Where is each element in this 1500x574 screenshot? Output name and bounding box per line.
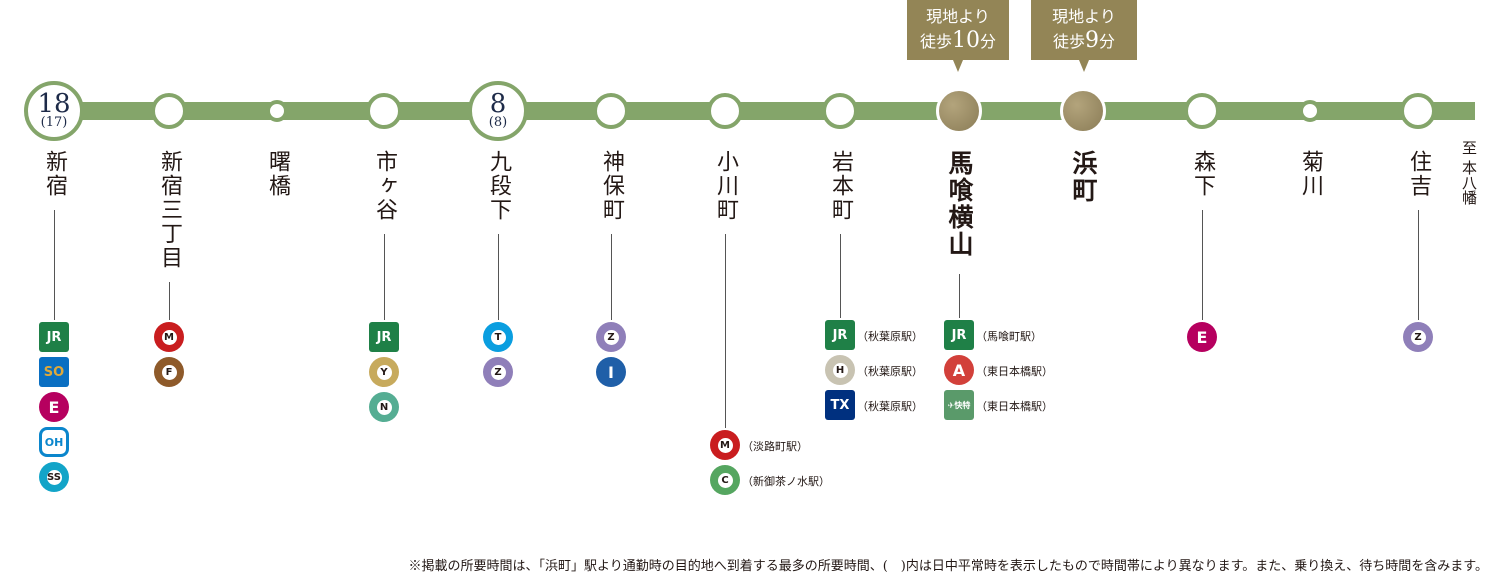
station-marker [1400,93,1436,129]
line-badge-jr: JR [944,320,974,350]
callout-line2: 徒歩10分 [907,29,1009,54]
travel-time: 18 [37,89,71,119]
badge-code: Z [1410,329,1426,345]
line-badge-m: M [154,322,184,352]
line-badge-f: F [154,357,184,387]
line-badge-i: I [596,357,626,387]
line-badge-t: T [483,322,513,352]
station-name: 住吉 [1406,150,1431,198]
walk-callout-hamacho: 現地より 徒歩9分 [1031,0,1137,72]
callout-unit: 分 [1099,32,1116,51]
badge-code: SS [46,469,62,485]
badge-code: F [161,364,177,380]
callout-line1: 現地より [1052,7,1116,26]
station-marker [707,93,743,129]
connector-line [959,274,960,318]
connector-line [498,234,499,320]
station-name: 菊川 [1298,150,1323,198]
station-name: 小川町 [713,150,738,222]
line-badge-jr: JR [39,322,69,352]
transfer-station-label: （秋葉原駅） [857,330,923,343]
station-marker [366,93,402,129]
badge-code: C [717,472,733,488]
badge-code: T [490,329,506,345]
connector-line [611,234,612,320]
station-name: 岩本町 [828,150,853,222]
transfer-station-label: （秋葉原駅） [857,365,923,378]
station-name: 新宿 [42,150,67,198]
destination-label: 至 本八幡 [1460,140,1478,205]
line-badge-z: Z [596,322,626,352]
line-badge-jr: JR [825,320,855,350]
station-marker: 8(8) [468,81,528,141]
connector-line [169,282,170,320]
line-badge-n: N [369,392,399,422]
callout-line2: 徒歩9分 [1031,29,1137,54]
line-badge-jr: JR [369,322,399,352]
callout-walk: 徒歩 [919,32,952,51]
transfer-station-label: （秋葉原駅） [857,400,923,413]
callout-minutes: 9 [1085,28,1099,53]
line-badge-c: C [710,465,740,495]
station-name: 曙橋 [265,150,290,198]
station-name: 森下 [1190,150,1215,198]
badge-code: Z [603,329,619,345]
connector-line [725,234,726,428]
transfer-station-label: （馬喰町駅） [976,330,1042,343]
callout-minutes: 10 [952,28,980,53]
line-badge-z: Z [483,357,513,387]
line-badge-tx: TX [825,390,855,420]
line-badge-e: E [1187,322,1217,352]
footnote: ※掲載の所要時間は、「浜町」駅より通勤時の目的地へ到着する最多の所要時間、( )… [408,559,1488,574]
callout-line1: 現地より [926,7,990,26]
line-badge-m: M [710,430,740,460]
line-badge-ss: SS [39,462,69,492]
line-badge-h: H [825,355,855,385]
station-name: 新宿三丁目 [157,150,182,270]
connector-line [1418,210,1419,320]
connector-line [54,210,55,320]
offpeak-time: (8) [488,115,508,130]
walk-callout-bakuroyokoyama: 現地より 徒歩10分 [907,0,1009,72]
offpeak-time: (17) [40,115,68,130]
station-marker [266,100,288,122]
connector-line [384,234,385,320]
station-name: 九段下 [486,150,511,222]
callout-walk: 徒歩 [1052,32,1085,51]
station-marker [1184,93,1220,129]
connector-line [1202,210,1203,320]
line-badge-a: A [944,355,974,385]
station-marker [822,93,858,129]
badge-code: N [376,399,392,415]
badge-code: Z [490,364,506,380]
callout-unit: 分 [980,32,997,51]
station-marker [1060,88,1106,134]
line-badge-so: SO [39,357,69,387]
line-badge-e: E [39,392,69,422]
line-badge-oh: OH [39,427,69,457]
station-name: 浜町 [1069,150,1098,204]
station-marker [936,88,982,134]
line-badge-y: Y [369,357,399,387]
badge-code: M [161,329,177,345]
line-badge-✈快特: ✈快特 [944,390,974,420]
transfer-station-label: （新御茶ノ水駅） [742,475,830,488]
station-marker [593,93,629,129]
transfer-station-label: （東日本橋駅） [976,365,1053,378]
station-marker [1299,100,1321,122]
station-name: 市ヶ谷 [372,150,397,222]
station-name: 神保町 [599,150,624,222]
badge-code: H [832,362,848,378]
transfer-station-label: （東日本橋駅） [976,400,1053,413]
station-name: 馬喰横山 [945,150,974,258]
badge-code: Y [376,364,392,380]
travel-time: 8 [489,89,507,119]
badge-code: M [717,437,733,453]
shinjuku-line [40,102,1475,120]
line-badge-z: Z [1403,322,1433,352]
station-marker [151,93,187,129]
station-marker: 18(17) [24,81,84,141]
transfer-station-label: （淡路町駅） [742,440,808,453]
connector-line [840,234,841,318]
